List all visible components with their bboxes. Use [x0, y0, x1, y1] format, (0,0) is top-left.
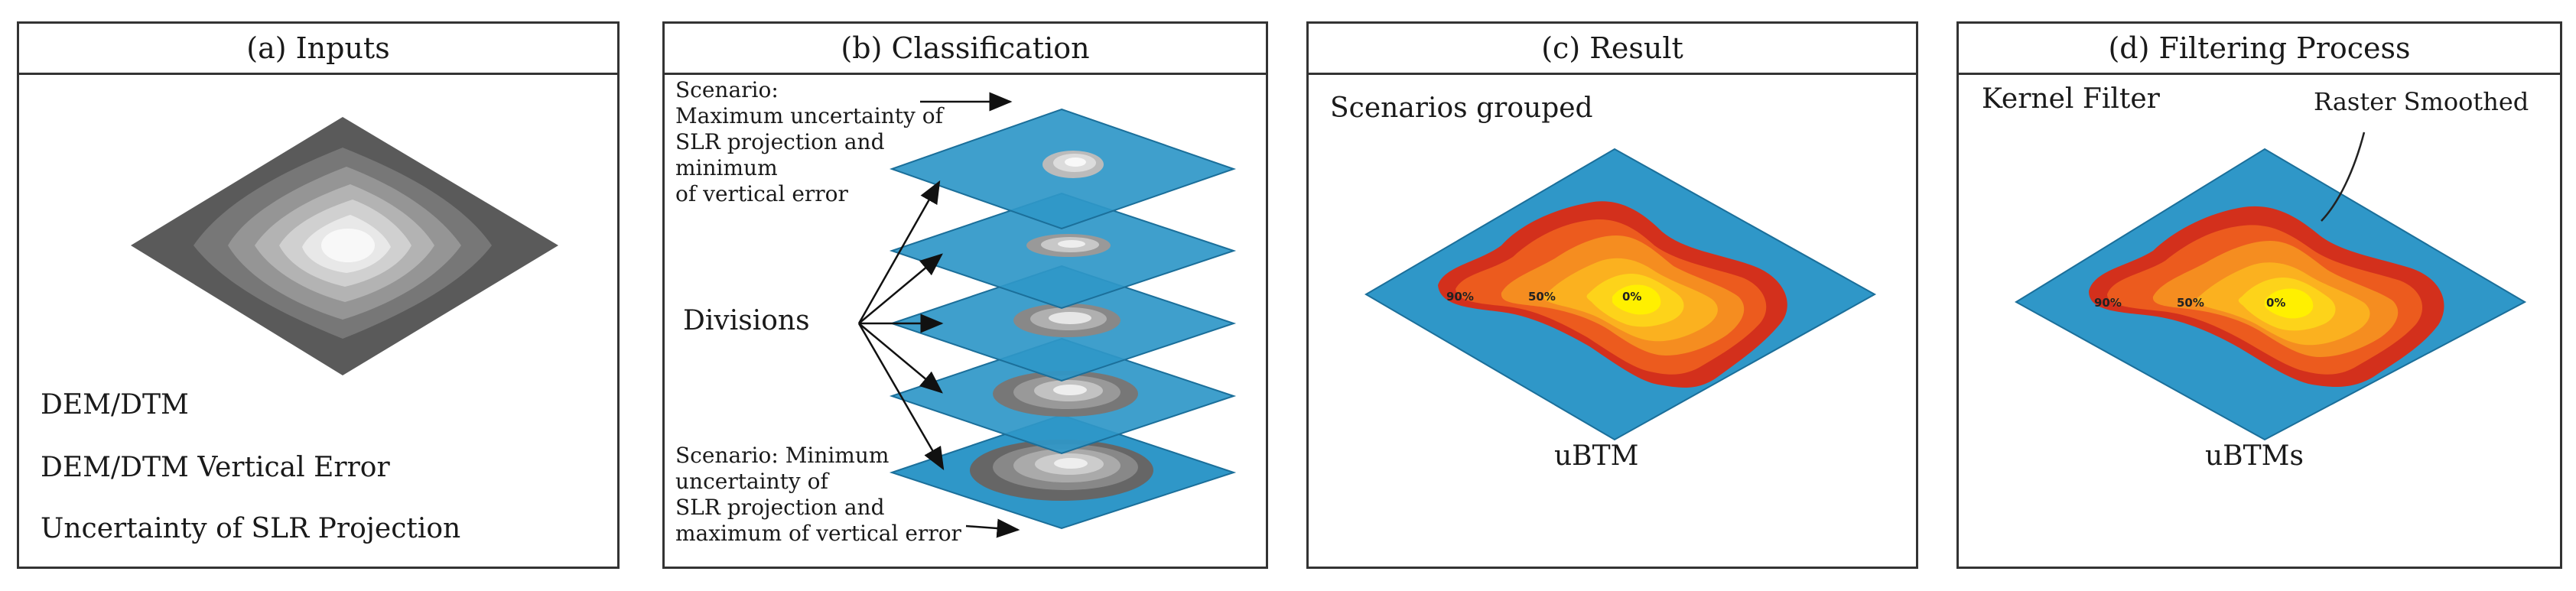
- panel-title: (c) Result: [1309, 24, 1916, 75]
- panel-title: (d) Filtering Process: [1959, 24, 2560, 75]
- scenario-bottom-arrow: [965, 518, 1020, 538]
- input-dem-dtm: DEM/DTM: [41, 389, 189, 421]
- divisions-label: Divisions: [683, 305, 810, 336]
- division-arrows: [857, 180, 945, 471]
- result-heat-map: 90% 50% 0%: [1364, 148, 1877, 441]
- classification-layer-stack: [857, 92, 1237, 538]
- callout-leader-line: [2321, 132, 2366, 222]
- layer-3: [889, 265, 1237, 382]
- layer-4: [889, 337, 1237, 455]
- map-label-50: 50%: [2177, 296, 2204, 310]
- raster-smoothed-label: Raster Smoothed: [2314, 87, 2529, 116]
- filtered-caption: uBTMs: [2205, 440, 2304, 472]
- dem-diamond-figure: [131, 117, 558, 375]
- scenario-bottom-label: Scenario: Minimum uncertainty of SLR pro…: [675, 443, 961, 546]
- kernel-filter-label: Kernel Filter: [1982, 83, 2160, 115]
- layer-1: [889, 108, 1237, 230]
- result-subtitle: Scenarios grouped: [1330, 93, 1593, 124]
- heat-zone-0: [2265, 288, 2314, 319]
- map-label-0: 0%: [1622, 290, 1641, 304]
- heat-zone-0: [1612, 284, 1661, 315]
- layer-2: [889, 192, 1237, 310]
- panel-title: (a) Inputs: [19, 24, 617, 75]
- panel-title: (b) Classification: [665, 24, 1266, 75]
- panel-inputs: (a) Inputs DEM/DTM DEM/DTM Vertical Erro…: [17, 21, 620, 569]
- input-vertical-error: DEM/DTM Vertical Error: [41, 452, 390, 483]
- panel-filtering-process: (d) Filtering Process Kernel Filter Rast…: [1956, 21, 2562, 569]
- filtered-heat-map: 90% 50% 0%: [2015, 132, 2527, 441]
- map-label-0: 0%: [2266, 296, 2285, 310]
- map-label-90: 90%: [1446, 290, 1474, 304]
- panel-result: (c) Result Scenarios grouped 90% 50% 0% …: [1306, 21, 1918, 569]
- panel-classification: (b) Classification: [662, 21, 1268, 569]
- scenario-top-label: Scenario: Maximum uncertainty of SLR pro…: [675, 77, 943, 206]
- result-caption: uBTM: [1554, 440, 1639, 472]
- dem-peak: [321, 229, 375, 262]
- input-slr-uncertainty: Uncertainty of SLR Projection: [41, 513, 461, 544]
- map-label-50: 50%: [1528, 290, 1556, 304]
- map-label-90: 90%: [2094, 296, 2122, 310]
- layer-5: [889, 414, 1237, 530]
